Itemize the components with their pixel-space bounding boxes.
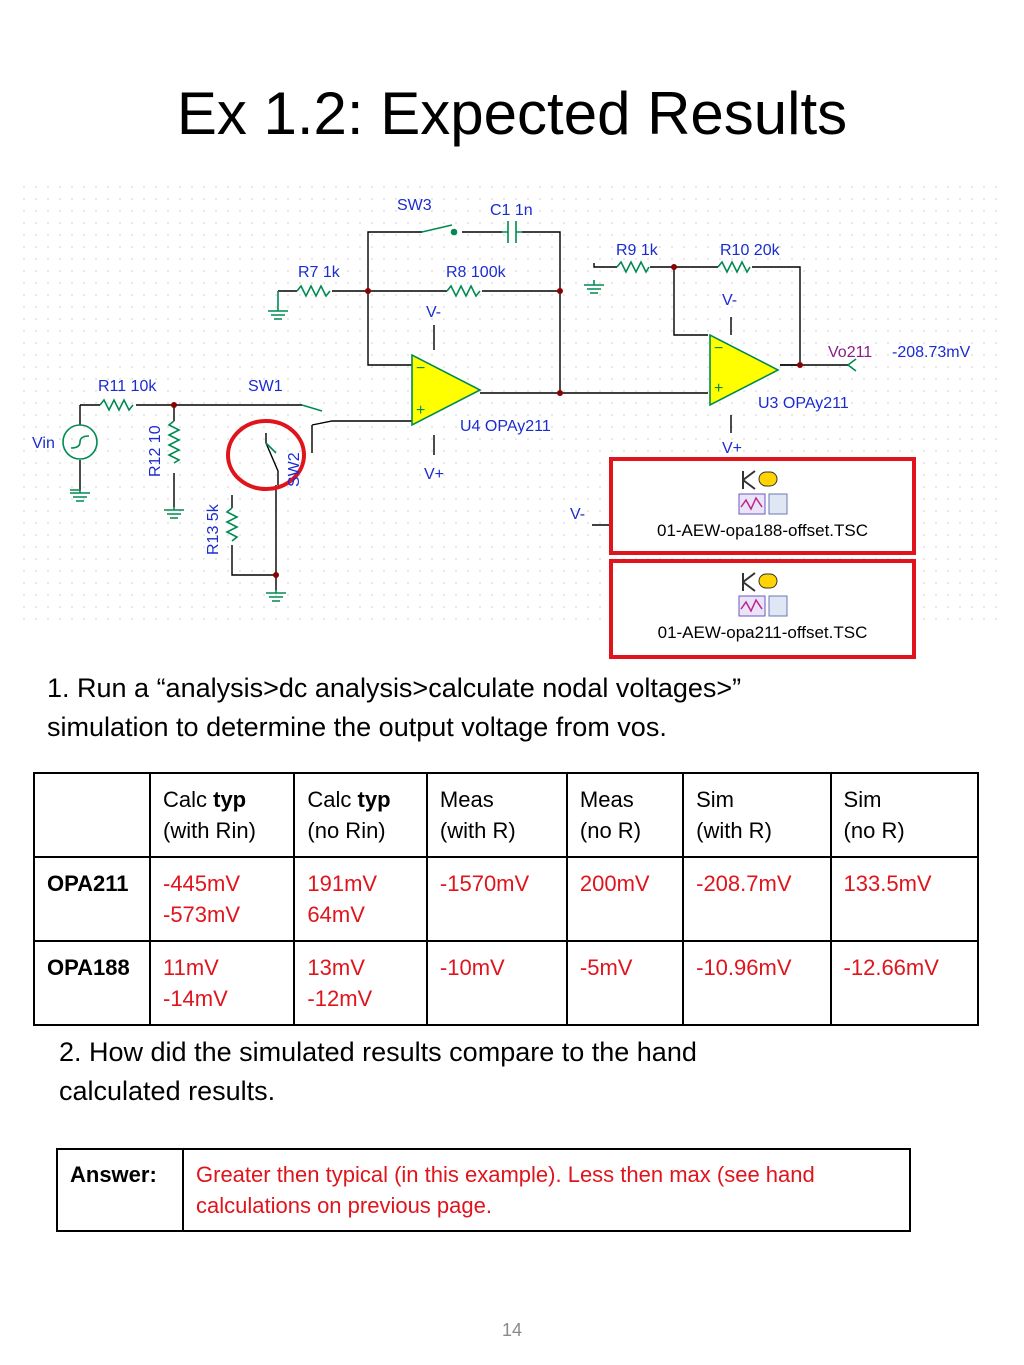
question-2: 2. How did the simulated results compare… xyxy=(59,1037,697,1106)
switches xyxy=(265,224,458,454)
label-r7: R7 1k xyxy=(298,264,341,281)
page-number: 14 xyxy=(501,1320,523,1340)
label-sw1: SW1 xyxy=(248,378,283,395)
table-cell: -10.96mV xyxy=(682,940,832,1026)
junction-dots xyxy=(171,264,803,578)
tina-file-icon xyxy=(738,470,788,515)
opamp-u3-icon xyxy=(709,333,780,407)
table-header-cell: Sim(no R) xyxy=(829,772,980,858)
label-sw2: SW2 xyxy=(286,452,303,487)
results-table: Calc typ(with Rin) Calc typ(no Rin) Meas… xyxy=(33,772,980,1026)
file-box-opa188[interactable]: 01-AEW-opa188-offset.TSC xyxy=(609,457,916,555)
table-cell: 11mV-14mV xyxy=(148,940,296,1026)
sw2-highlight-circle xyxy=(226,419,306,491)
table-header-row: Calc typ(with Rin) Calc typ(no Rin) Meas… xyxy=(33,772,980,858)
answer-label: Answer: xyxy=(56,1148,184,1232)
table-header-cell: Calc typ(no Rin) xyxy=(293,772,428,858)
label-c1: C1 1n xyxy=(490,202,533,219)
answer-text: Greater then typical (in this example). … xyxy=(182,1148,911,1232)
wires xyxy=(79,231,848,590)
label-u3: U3 OPAy211 xyxy=(758,395,849,412)
tina-file-icon xyxy=(738,572,788,617)
label-r11: R11 10k xyxy=(98,378,157,395)
table-cell: 13mV-12mV xyxy=(293,940,428,1026)
label-vo-name: Vo211 xyxy=(828,344,872,361)
table-cell: -1570mV xyxy=(425,856,568,942)
label-u4: U4 OPAy211 xyxy=(460,418,551,435)
label-r10: R10 20k xyxy=(720,242,781,259)
table-header-cell: Meas(with R) xyxy=(425,772,568,858)
label-vplus-u4: V+ xyxy=(424,466,444,483)
table-cell: -208.7mV xyxy=(682,856,832,942)
table-cell: 200mV xyxy=(565,856,685,942)
label-vminus-u3: V- xyxy=(722,292,737,309)
file-label-opa211: 01-AEW-opa211-offset.TSC xyxy=(657,623,868,642)
table-header-cell: Meas(no R) xyxy=(565,772,685,858)
label-vminus-u4: V- xyxy=(426,304,441,321)
label-r13: R13 5k xyxy=(205,503,222,555)
label-vplus-u3: V+ xyxy=(722,440,742,457)
file-label-opa188: 01-AEW-opa188-offset.TSC xyxy=(656,521,869,540)
table-header-cell: Calc typ(with Rin) xyxy=(148,772,296,858)
label-vminus-lower: V- xyxy=(570,506,585,523)
label-r8: R8 100k xyxy=(446,264,507,281)
label-vin: Vin xyxy=(32,435,55,452)
table-cell: -10mV xyxy=(425,940,568,1026)
row-label: OPA211 xyxy=(33,856,151,942)
circuit-schematic: − + − + SW3 C1 1n R9 1k R10 20k R7 1k R8… xyxy=(22,185,1000,625)
resistors xyxy=(99,221,751,542)
svg-text:−: − xyxy=(714,340,723,357)
ground-symbols xyxy=(70,280,604,602)
svg-text:−: − xyxy=(416,360,425,377)
svg-text:+: + xyxy=(714,380,723,397)
question-1: 1. Run a “analysis>dc analysis>calculate… xyxy=(47,673,742,742)
table-header-cell: Sim(with R) xyxy=(682,772,832,858)
label-r9: R9 1k xyxy=(616,242,659,259)
table-cell: 133.5mV xyxy=(829,856,980,942)
table-cell: -445mV-573mV xyxy=(148,856,296,942)
svg-text:+: + xyxy=(416,402,425,419)
table-cell: -12.66mV xyxy=(829,940,980,1026)
label-sw3: SW3 xyxy=(397,197,432,214)
label-r12: R12 10 xyxy=(147,425,164,477)
table-cell: -5mV xyxy=(565,940,685,1026)
row-label: OPA188 xyxy=(33,940,151,1026)
table-corner-cell xyxy=(33,772,151,858)
label-vo-value: -208.73mV xyxy=(892,344,971,361)
file-box-opa211[interactable]: 01-AEW-opa211-offset.TSC xyxy=(609,559,916,659)
answer-table: Answer: Greater then typical (in this ex… xyxy=(56,1148,911,1232)
table-row: OPA188 11mV-14mV 13mV-12mV -10mV -5mV -1… xyxy=(33,940,980,1026)
slide-title: Ex 1.2: Expected Results xyxy=(176,80,848,147)
opamp-u4-icon xyxy=(411,353,482,427)
vin-source-icon xyxy=(62,424,98,460)
output-arrow-icon xyxy=(847,358,857,372)
